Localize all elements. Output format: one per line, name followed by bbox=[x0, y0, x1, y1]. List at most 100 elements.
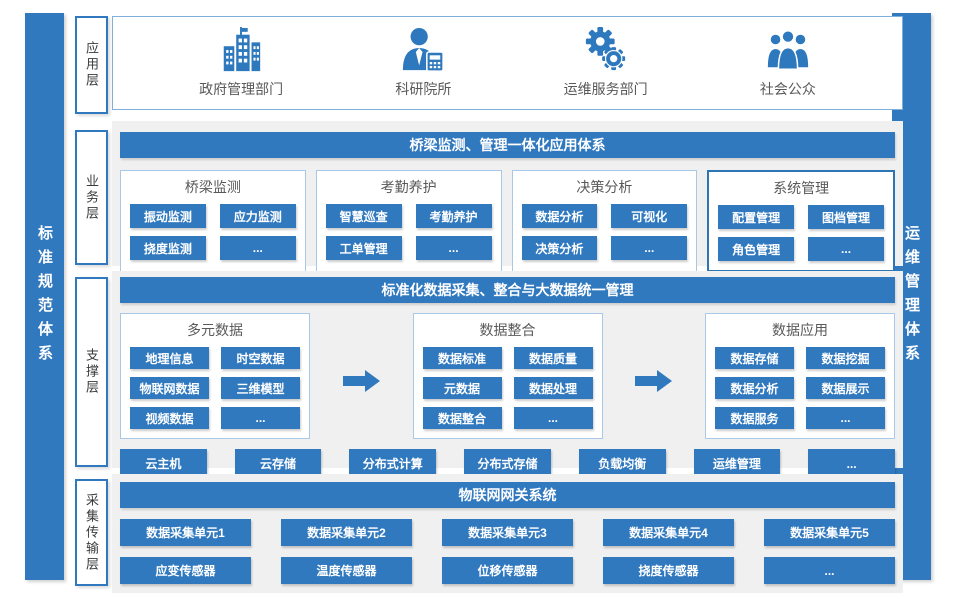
group-inspection-maintenance: 考勤养护 智慧巡查 考勤养护 工单管理 ... bbox=[315, 170, 502, 272]
group-title: 数据整合 bbox=[479, 322, 536, 338]
diagram-button: 数据采集单元2 bbox=[281, 519, 412, 546]
diagram-button: 数据采集单元1 bbox=[120, 519, 251, 546]
diagram-button: 数据服务 bbox=[715, 407, 794, 429]
diagram-button: 可视化 bbox=[611, 204, 688, 228]
diagram-button: 数据采集单元5 bbox=[764, 519, 895, 546]
sensors-row: 应变传感器 温度传感器 位移传感器 挠度传感器 ... bbox=[120, 557, 895, 584]
business-layer-header: 桥梁监测、管理一体化应用体系 bbox=[120, 132, 895, 158]
diagram-button: ... bbox=[808, 449, 895, 478]
collection-units-row: 数据采集单元1 数据采集单元2 数据采集单元3 数据采集单元4 数据采集单元5 bbox=[120, 519, 895, 546]
business-layer-panel: 桥梁监测、管理一体化应用体系 桥梁监测 振动监测 应力监测 挠度监测 ... 考… bbox=[112, 121, 903, 272]
group-grid: 智慧巡查 考勤养护 工单管理 ... bbox=[325, 204, 492, 260]
business-groups: 桥梁监测 振动监测 应力监测 挠度监测 ... 考勤养护 智慧巡查 考勤养护 工… bbox=[120, 170, 895, 272]
diagram-button: 物联网数据 bbox=[130, 377, 209, 399]
app-item-label: 政府管理部门 bbox=[199, 81, 284, 97]
flow-arrow-icon bbox=[310, 360, 413, 392]
diagram-button: 分布式计算 bbox=[349, 449, 437, 478]
diagram-button: 温度传感器 bbox=[281, 557, 412, 584]
diagram-button: 元数据 bbox=[422, 377, 502, 399]
group-bridge-monitoring: 桥梁监测 振动监测 应力监测 挠度监测 ... bbox=[120, 170, 306, 272]
layer-label-collection: 采集传输层 bbox=[75, 479, 108, 586]
flow-arrow-icon bbox=[603, 360, 706, 392]
diagram-button: 振动监测 bbox=[130, 204, 206, 228]
diagram-button: 数据标准 bbox=[422, 347, 502, 369]
diagram-button: ... bbox=[808, 237, 884, 261]
group-grid: 数据存储 数据挖掘 数据分析 数据展示 数据服务 ... bbox=[715, 347, 885, 429]
diagram-button: 位移传感器 bbox=[442, 557, 573, 584]
iot-gateway-header: 物联网网关系统 bbox=[120, 482, 895, 508]
diagram-button: ... bbox=[415, 236, 492, 260]
layer-label-collection-text: 采集传输层 bbox=[84, 492, 99, 573]
diagram-button: 数据展示 bbox=[806, 377, 885, 399]
collection-layer-panel: 物联网网关系统 数据采集单元1 数据采集单元2 数据采集单元3 数据采集单元4 … bbox=[112, 474, 903, 593]
diagram-button: 数据采集单元4 bbox=[603, 519, 734, 546]
support-groups: 多元数据 地理信息 时空数据 物联网数据 三维模型 视频数据 ... 数据整合 … bbox=[120, 313, 895, 439]
diagram-button: ... bbox=[806, 407, 885, 429]
diagram-button: 挠度传感器 bbox=[603, 557, 734, 584]
group-grid: 配置管理 图档管理 角色管理 ... bbox=[718, 205, 884, 261]
group-decision-analysis: 决策分析 数据分析 可视化 决策分析 ... bbox=[511, 170, 698, 272]
public-people-icon bbox=[767, 29, 808, 70]
diagram-button: 分布式存储 bbox=[464, 449, 551, 478]
group-multi-source-data: 多元数据 地理信息 时空数据 物联网数据 三维模型 视频数据 ... bbox=[120, 313, 310, 439]
researcher-icon bbox=[403, 28, 445, 72]
layer-label-business-text: 业务层 bbox=[84, 173, 99, 222]
diagram-button: 运维管理 bbox=[693, 449, 781, 478]
app-item-government: 政府管理部门 bbox=[199, 27, 283, 99]
diagram-button: 应变传感器 bbox=[120, 557, 251, 584]
diagram-button: 三维模型 bbox=[221, 377, 300, 399]
diagram-button: 视频数据 bbox=[130, 407, 209, 429]
group-title: 桥梁监测 bbox=[184, 179, 241, 195]
layer-label-application-text: 应用层 bbox=[84, 41, 99, 89]
app-item-label: 运维服务部门 bbox=[563, 81, 648, 97]
layer-label-support: 支撑层 bbox=[75, 277, 108, 467]
diagram-button: 工单管理 bbox=[325, 236, 402, 260]
app-item-public: 社会公众 bbox=[760, 27, 816, 99]
group-system-management: 系统管理 配置管理 图档管理 角色管理 ... bbox=[707, 170, 895, 272]
diagram-button: 考勤养护 bbox=[415, 204, 492, 228]
layer-label-support-text: 支撑层 bbox=[84, 348, 99, 396]
diagram-button: ... bbox=[764, 557, 895, 584]
support-layer-header: 标准化数据采集、整合与大数据统一管理 bbox=[120, 277, 895, 303]
group-data-integration: 数据整合 数据标准 数据质量 元数据 数据处理 数据整合 ... bbox=[412, 313, 603, 439]
standards-system-bar: 标准规范体系 bbox=[25, 13, 64, 580]
diagram-button: ... bbox=[611, 236, 688, 260]
diagram-button: 数据采集单元3 bbox=[442, 519, 573, 546]
diagram-button: 数据质量 bbox=[513, 347, 593, 369]
group-title: 考勤养护 bbox=[380, 179, 437, 195]
layer-label-application: 应用层 bbox=[75, 16, 108, 114]
diagram-button: 角色管理 bbox=[718, 237, 795, 261]
group-title: 系统管理 bbox=[773, 180, 830, 196]
diagram-button: 智慧巡查 bbox=[325, 204, 402, 228]
standards-system-bar-label: 标准规范体系 bbox=[36, 224, 53, 369]
diagram-button: 数据处理 bbox=[513, 377, 593, 399]
infrastructure-row: 云主机 云存储 分布式计算 分布式存储 负载均衡 运维管理 ... bbox=[120, 449, 895, 478]
diagram-button: 数据存储 bbox=[715, 347, 794, 369]
diagram-button: 决策分析 bbox=[521, 236, 598, 260]
diagram-button: 云存储 bbox=[234, 449, 322, 478]
diagram-button: 地理信息 bbox=[130, 347, 209, 369]
ops-management-system-bar-label: 运维管理体系 bbox=[903, 224, 920, 369]
group-title: 多元数据 bbox=[187, 322, 243, 338]
support-layer-panel: 标准化数据采集、整合与大数据统一管理 多元数据 地理信息 时空数据 物联网数据 … bbox=[112, 271, 903, 478]
diagram-button: 数据挖掘 bbox=[806, 347, 885, 369]
diagram-button: 负载均衡 bbox=[578, 449, 666, 478]
diagram-button: 时空数据 bbox=[221, 347, 300, 369]
government-building-icon bbox=[223, 27, 261, 72]
diagram-button: ... bbox=[219, 236, 296, 260]
app-item-label: 科研院所 bbox=[395, 81, 452, 97]
group-grid: 数据分析 可视化 决策分析 ... bbox=[521, 204, 688, 260]
diagram-button: 配置管理 bbox=[718, 205, 795, 229]
app-item-label: 社会公众 bbox=[759, 81, 816, 97]
diagram-button: 数据整合 bbox=[422, 407, 502, 429]
diagram-button: ... bbox=[221, 407, 300, 429]
diagram-button: 数据分析 bbox=[521, 204, 598, 228]
group-grid: 地理信息 时空数据 物联网数据 三维模型 视频数据 ... bbox=[130, 347, 300, 429]
diagram-button: 云主机 bbox=[120, 449, 207, 478]
diagram-button: 图档管理 bbox=[808, 205, 884, 229]
group-data-application: 数据应用 数据存储 数据挖掘 数据分析 数据展示 数据服务 ... bbox=[705, 313, 895, 439]
application-layer-panel: 政府管理部门 科研院所 bbox=[112, 16, 903, 110]
diagram-button: 挠度监测 bbox=[130, 236, 206, 260]
group-grid: 振动监测 应力监测 挠度监测 ... bbox=[130, 204, 296, 260]
